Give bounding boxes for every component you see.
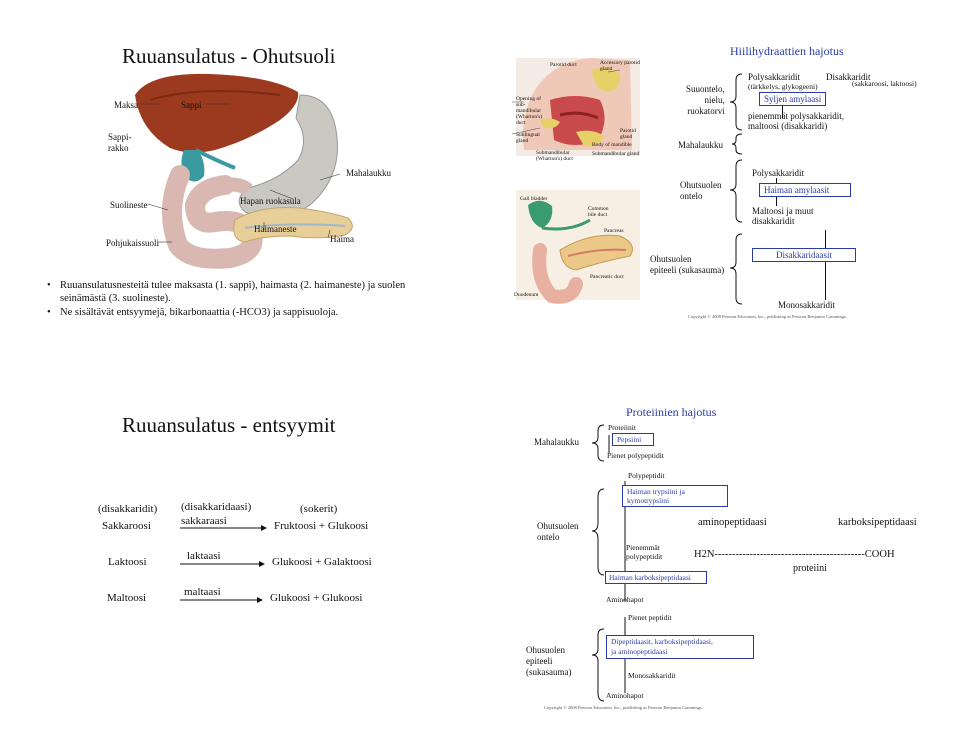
polysakkaridit-lumen: Polysakkaridit [752,168,804,178]
label-haima: Haima [330,234,354,244]
row3-sugar: Maltoosi [107,592,147,604]
disakkaridit-top: Disakkaridit [826,72,871,82]
label-sappi: Sappi [181,100,202,110]
polysakkaridit-top: Polysakkaridit [748,72,800,82]
enzyme-syljen-amylaasi: Syljen amylaasi [759,92,827,106]
row2-enzyme: laktaasi [187,550,221,562]
slide-protein-digestion: Proteiinien hajotus Mahalaukku Proteiini… [480,373,960,746]
anatomy-parotid-duct: Parotid duct [550,62,577,68]
disakkaridit-top-sub: (sakkaroosi, laktoosi) [852,79,917,88]
enzyme-dipeptidaasit: Dipeptidaasit, karboksipeptidaasi, ja am… [606,635,754,659]
label-polypeptidit: Polypeptidit [628,471,665,480]
label-aminohapot-2: Aminohapot [606,691,644,700]
row1-products: Fruktoosi + Glukoosi [274,520,369,532]
anatomy-submandibular-gland: Submandibular gland [592,151,640,157]
row-epithelium: Ohutsuolen epiteeli (sukasauma) [650,254,725,275]
label-hapan-ruokasula: Hapan ruokasula [240,196,301,206]
label-pohjukaissuoli: Pohjukaissuoli [106,238,160,248]
row2-products: Glukoosi + Galaktoosi [272,556,372,568]
brace-mouth [729,73,743,131]
enzyme-haiman-amylaasit: Haiman amylaasit [759,183,851,197]
anatomy-pancreas: Pancreas [604,228,624,234]
label-epiteeli: Ohusuolen epiteeli (sukasauma) [526,645,572,677]
pienemmat-polysakkaridit: pienemmät polysakkaridit, maltoosi (disa… [748,111,844,131]
slide3-title: Ruuansulatus - entsyymit [122,413,336,437]
stomach-shape [238,94,339,218]
label-proteiinit: Proteiinit [608,423,636,432]
copyright-4: Copyright © 2008 Pearson Education, Inc.… [544,705,703,710]
anatomy-pancreatic-duct: Pancreatic duct [590,274,624,280]
anatomy-accessory: Accessory parotid gland [600,60,640,72]
anatomy-opening: Opening of sub-mandibular (Wharton's) du… [516,96,543,126]
row3-products: Glukoosi + Glukoosi [270,592,363,604]
slide-enzymes: Ruuansulatus - entsyymit (disakkaridit) … [0,373,480,746]
brace-stomach [731,133,743,155]
bullet-2: Ne sisältävät entsyymejä, bikarbonaattia… [47,306,420,319]
brace-mahalaukku [591,424,605,462]
row-stomach: Mahalaukku [678,140,723,150]
brace-epithelium [729,233,743,305]
anatomy-illustrations [511,58,743,305]
label-sappirakko: Sappi- rakko [108,132,132,153]
label-maksa: Maksa [114,100,138,110]
row1-enzyme: sakkaraasi [181,515,227,527]
anatomy-gallbladder: Gall bladder [520,196,548,202]
row3-enzyme: maltaasi [184,586,221,598]
header-sokerit: (sokerit) [300,503,338,515]
anatomy-body-mandible: Body of mandible [592,142,632,148]
label-haimaneste: Haimaneste [254,224,297,234]
row-mouth: Suuontelo, nielu, ruokatorvi [686,84,725,116]
slide2-title: Hiilihydraattien hajotus [730,44,844,58]
anatomy-duodenum: Duodenum [514,292,539,298]
monosakkaridit: Monosakkaridit [778,300,835,310]
slide1-title: Ruuansulatus - Ohutsuoli [122,44,336,68]
brace-epiteeli [591,628,605,702]
anatomy-submandibular-duct: Submandibular (Wharton's) duct [536,150,573,162]
slide-small-intestine: Ruuansulatus - Ohutsuoli Maksa Sappi Sap… [0,0,480,373]
label-mahalaukku: Mahalaukku [346,168,391,178]
header-disakkaridaasi: (disakkaridaasi) [181,501,252,513]
label-ontelo: Ohutsuolen ontelo [537,521,579,542]
enzyme-disakkaridaasit: Disakkaridaasit [752,248,856,262]
digestive-organs-illustration [135,73,353,269]
label-suolineste: Suolineste [110,200,148,210]
copyright-2: Copyright © 2008 Pearson Education, Inc.… [688,314,847,319]
label-pienet-peptidit: Pienet peptidit [628,613,672,622]
bullet-1: Ruuansulatusnesteitä tulee maksasta (1. … [47,279,420,305]
label-monosakkaridit: Monosakkaridit [628,671,676,680]
enzyme-haiman-karboksipeptidaasi: Haiman karboksipeptidaasi [605,571,707,584]
label-proteiini: proteiini [793,563,827,574]
brace-ontelo [591,488,605,576]
polysakkaridit-top-sub: (tärkkelys, glykogeeni) [748,82,818,91]
label-pienemmat-polypeptidit: Pienemmät polypeptidit [626,543,663,561]
header-disakkaridit: (disakkaridit) [98,503,158,515]
slide-carbohydrate-digestion: Hiilihydraattien hajotus Parotid duct Ac… [480,0,960,373]
protein-chain: H2N-------------------------------------… [694,549,895,560]
enzyme-pepsiini: Pepsiini [612,433,654,446]
anatomy-common-bile: Common bile duct [588,206,609,218]
label-karboksipeptidaasi: karboksipeptidaasi [838,517,917,528]
slide4-title: Proteiinien hajotus [626,405,717,419]
brace-lumen [729,159,743,223]
maltoosi-ja-muut: Maltoosi ja muut disakkaridit [752,206,814,226]
label-aminohapot-1: Aminohapot [606,595,644,604]
reaction-arrows [180,525,267,603]
liver-shape [135,73,299,153]
anatomy-sublingual: Sublingual gland [516,132,540,144]
row-lumen: Ohutsuolen ontelo [680,180,722,201]
enzyme-trypsiini: Haiman trypsiini ja kymotrypsiini [622,485,728,507]
label-aminopeptidaasi: aminopeptidaasi [698,517,767,528]
row1-sugar: Sakkaroosi [102,520,151,532]
label-mahalaukku: Mahalaukku [534,437,579,447]
row2-sugar: Laktoosi [108,556,147,568]
label-pienet-polypeptidit: Pienet polypeptidit [607,451,664,460]
anatomy-parotid-gland: Parotid gland [620,128,636,140]
